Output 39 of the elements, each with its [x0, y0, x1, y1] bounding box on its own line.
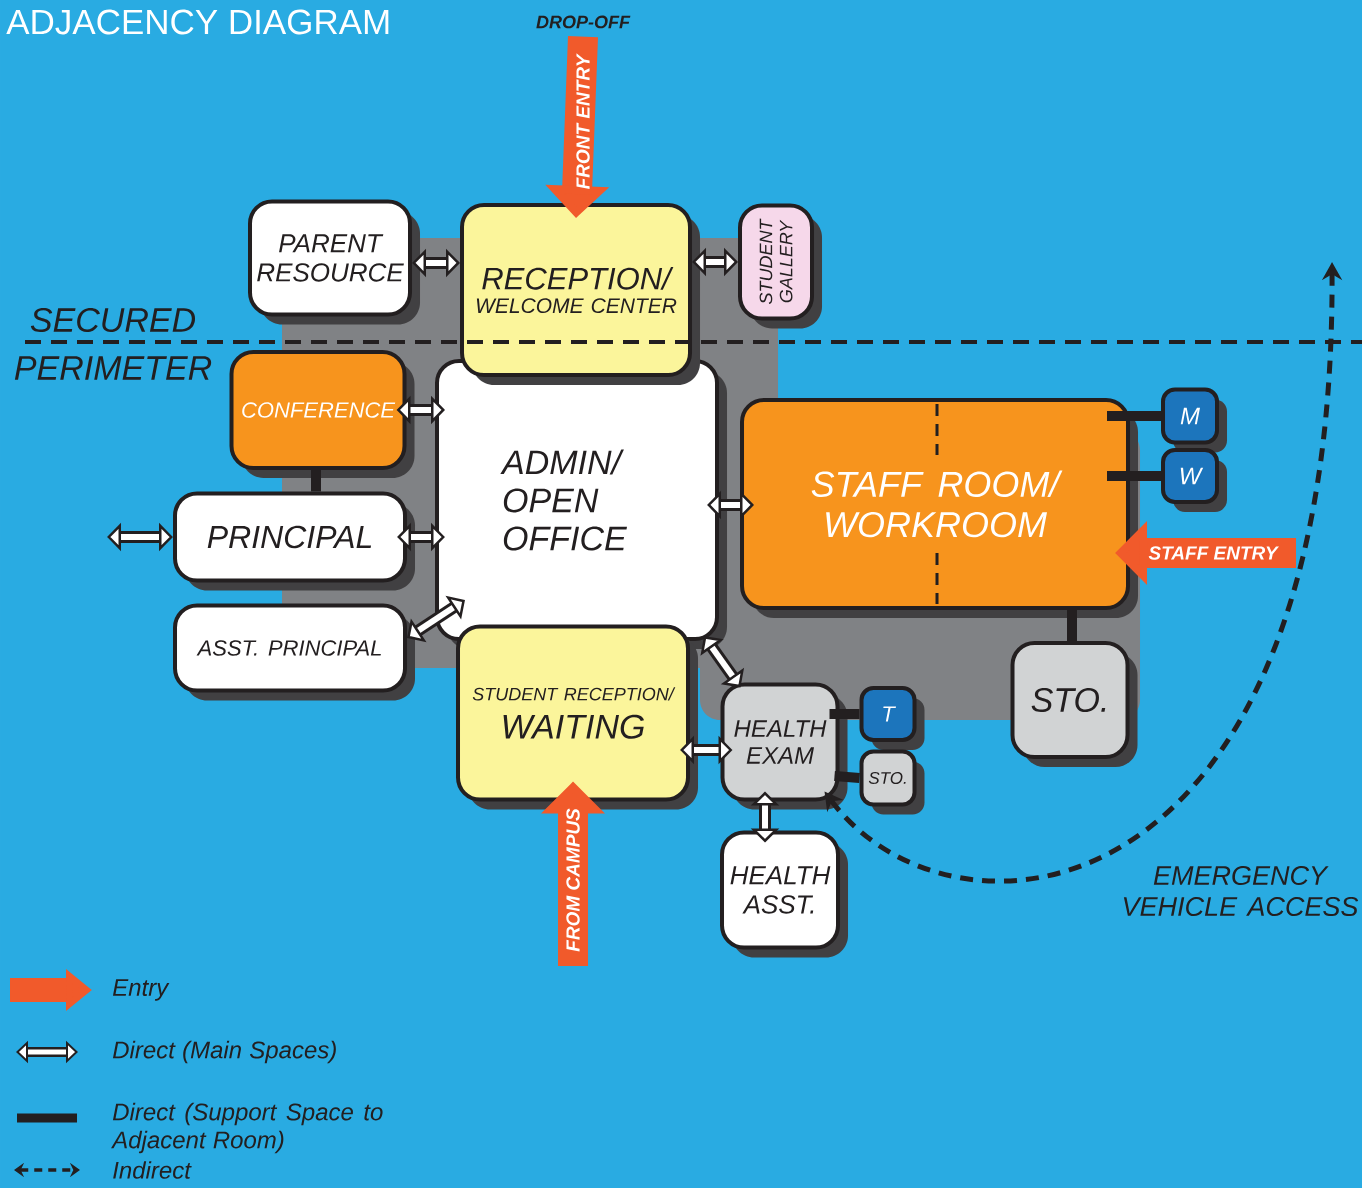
double-arrow: [412, 248, 460, 278]
connector-line: [829, 709, 860, 719]
room-box: CONFERENCE: [229, 350, 415, 478]
double-arrow: [407, 595, 465, 643]
area-label: PERIMETER: [14, 356, 212, 380]
connector-line: [1067, 610, 1077, 641]
edge-label: FRONT ENTRY: [576, 53, 590, 190]
room-box: HEALTH EXAM: [720, 682, 848, 810]
room-box: STUDENT GALLERY: [738, 203, 822, 329]
area-label: EMERGENCY VEHICLE ACCESS: [1123, 865, 1359, 917]
double-arrow: [700, 636, 745, 688]
room-box: STUDENT RECEPTION/ WAITING: [456, 624, 698, 810]
support-space-box: STO.: [859, 749, 925, 815]
legend-label: Direct (Support Space to Adjacent Room): [111, 1102, 383, 1154]
room-box: RECEPTION/ WELCOME CENTER: [460, 203, 700, 385]
place-label: DROP-OFF: [536, 15, 631, 29]
legend-label: Entry: [112, 979, 170, 1001]
support-space-box: M: [1161, 387, 1227, 453]
edge-label: FROM CAMPUS: [566, 808, 580, 952]
support-space-box: T: [859, 686, 925, 750]
connector-line: [311, 470, 321, 492]
double-arrow: [397, 522, 445, 552]
double-arrow: [707, 490, 754, 520]
support-space-box: W: [1161, 448, 1227, 512]
double-arrow: [107, 522, 173, 552]
diagram-title: ADJACENCY DIAGRAM: [6, 9, 389, 35]
double-arrow: [692, 247, 738, 277]
connector-line: [834, 771, 860, 783]
room-box: HEALTH ASST.: [720, 830, 848, 958]
room-box: STAFF ROOM/ WORKROOM: [740, 398, 1138, 618]
connector-line: [1107, 471, 1161, 481]
legend-label: Direct (Main Spaces): [112, 1040, 336, 1064]
area-label: SECURED: [30, 307, 195, 333]
room-box: PARENT RESOURCE: [248, 199, 420, 325]
room-box: STO.: [1010, 641, 1138, 767]
room-box: ASST. PRINCIPAL: [173, 603, 415, 701]
edge-label: STAFF ENTRY: [1148, 546, 1280, 560]
legend-label: Indirect: [113, 1161, 192, 1179]
room-box: PRINCIPAL: [173, 491, 415, 591]
